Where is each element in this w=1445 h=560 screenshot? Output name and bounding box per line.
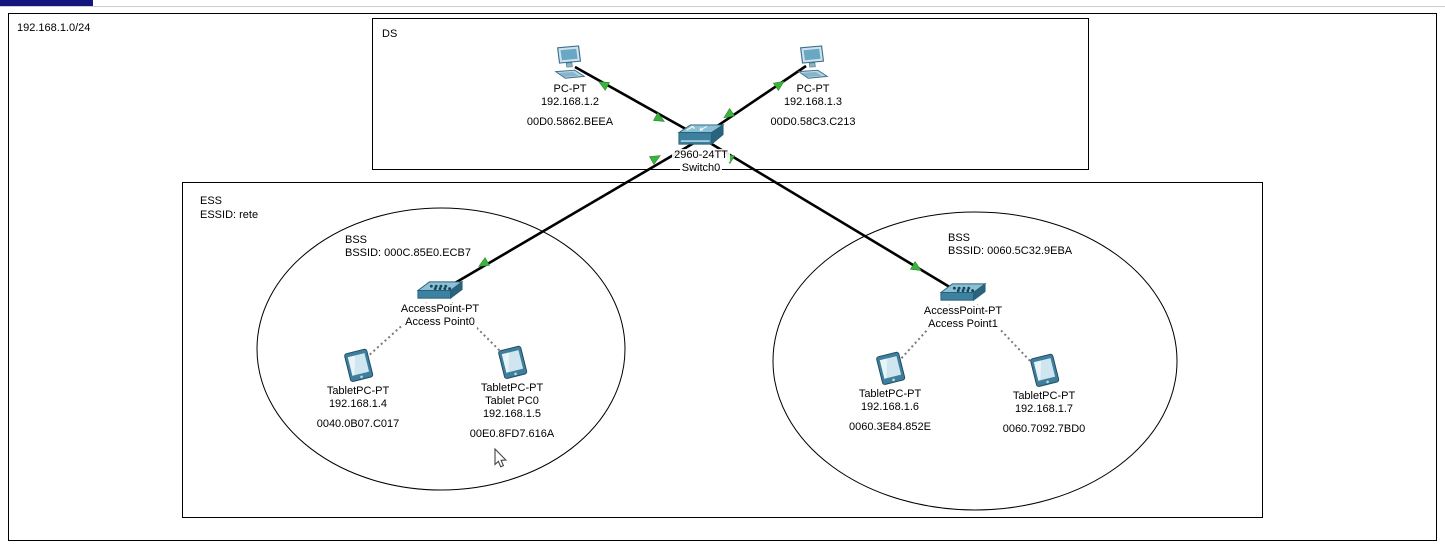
tablet-icon xyxy=(493,345,531,382)
network-boundary-box: 192.168.1.0/24 xyxy=(8,13,1437,541)
device-name-label: Access Point0 xyxy=(403,316,477,329)
switch-icon xyxy=(677,122,725,149)
device-model-label: PC-PT xyxy=(551,83,589,96)
bssid-label: BSSID: 000C.85E0.ECB7 xyxy=(345,247,471,259)
bss-label: BSS xyxy=(345,234,368,246)
device-mac-label: 00D0.58C3.C213 xyxy=(768,116,858,129)
ess-label: ESS xyxy=(200,195,223,207)
device-name-label: Switch0 xyxy=(679,162,723,175)
device-model-label: TabletPC-PT xyxy=(1010,390,1078,403)
device-tablet-a[interactable]: TabletPC-PT 192.168.1.4 0040.0B07.C017 xyxy=(288,348,428,431)
device-tablet-c[interactable]: TabletPC-PT 192.168.1.6 0060.3E84.852E xyxy=(820,351,960,434)
device-model-label: TabletPC-PT xyxy=(324,385,392,398)
device-mac-label: 00D0.5862.BEEA xyxy=(524,116,616,129)
device-ip-label: 192.168.1.3 xyxy=(781,96,845,109)
device-mac-label: 0040.0B07.C017 xyxy=(314,418,402,431)
bss-right-labels: BSS BSSID: 0060.5C32.9EBA xyxy=(948,232,1073,258)
tablet-icon xyxy=(871,351,909,388)
device-model-label: TabletPC-PT xyxy=(856,388,924,401)
device-pc0[interactable]: PC-PT 192.168.1.2 00D0.5862.BEEA xyxy=(500,45,640,129)
device-ip-label: 192.168.1.6 xyxy=(858,401,922,414)
device-model-label: 2960-24TT xyxy=(672,149,730,162)
device-name-label: Tablet PC0 xyxy=(483,395,541,408)
device-mac-label: 0060.7092.7BD0 xyxy=(1000,423,1088,436)
device-model-label: TabletPC-PT xyxy=(478,382,546,395)
device-ip-label: 192.168.1.4 xyxy=(326,398,390,411)
device-switch0[interactable]: 2960-24TT Switch0 xyxy=(631,122,771,175)
bss-label: BSS xyxy=(948,232,971,244)
device-model-label: PC-PT xyxy=(794,83,832,96)
pc-icon xyxy=(551,45,589,83)
ess-labels: ESS ESSID: rete xyxy=(200,194,258,222)
bssid-label: BSSID: 0060.5C32.9EBA xyxy=(948,245,1073,257)
device-ip-label: 192.168.1.2 xyxy=(538,96,602,109)
network-label: 192.168.1.0/24 xyxy=(17,22,91,34)
device-access-point1[interactable]: AccessPoint-PT Access Point1 xyxy=(893,280,1033,331)
device-access-point0[interactable]: AccessPoint-PT Access Point0 xyxy=(370,278,510,329)
device-pc1[interactable]: PC-PT 192.168.1.3 00D0.58C3.C213 xyxy=(743,45,883,129)
access-point-icon xyxy=(939,280,987,305)
device-mac-label: 00E0.8FD7.616A xyxy=(467,428,557,441)
pc-icon xyxy=(794,45,832,83)
device-tablet-pc0[interactable]: TabletPC-PT Tablet PC0 192.168.1.5 00E0.… xyxy=(442,345,582,441)
tablet-icon xyxy=(339,348,377,385)
device-ip-label: 192.168.1.7 xyxy=(1012,403,1076,416)
tablet-icon xyxy=(1025,353,1063,390)
device-ip-label: 192.168.1.5 xyxy=(480,408,544,421)
top-divider xyxy=(0,6,1445,7)
access-point-icon xyxy=(416,278,464,303)
bss-left-labels: BSS BSSID: 000C.85E0.ECB7 xyxy=(345,234,471,260)
device-model-label: AccessPoint-PT xyxy=(921,305,1005,318)
device-mac-label: 0060.3E84.852E xyxy=(847,421,933,434)
device-tablet-d[interactable]: TabletPC-PT 192.168.1.7 0060.7092.7BD0 xyxy=(974,353,1114,436)
essid-label: ESSID: rete xyxy=(200,209,259,221)
titlebar-fragment xyxy=(0,0,93,6)
ds-label: DS xyxy=(382,28,398,40)
device-name-label: Access Point1 xyxy=(926,318,1000,331)
device-model-label: AccessPoint-PT xyxy=(398,303,482,316)
